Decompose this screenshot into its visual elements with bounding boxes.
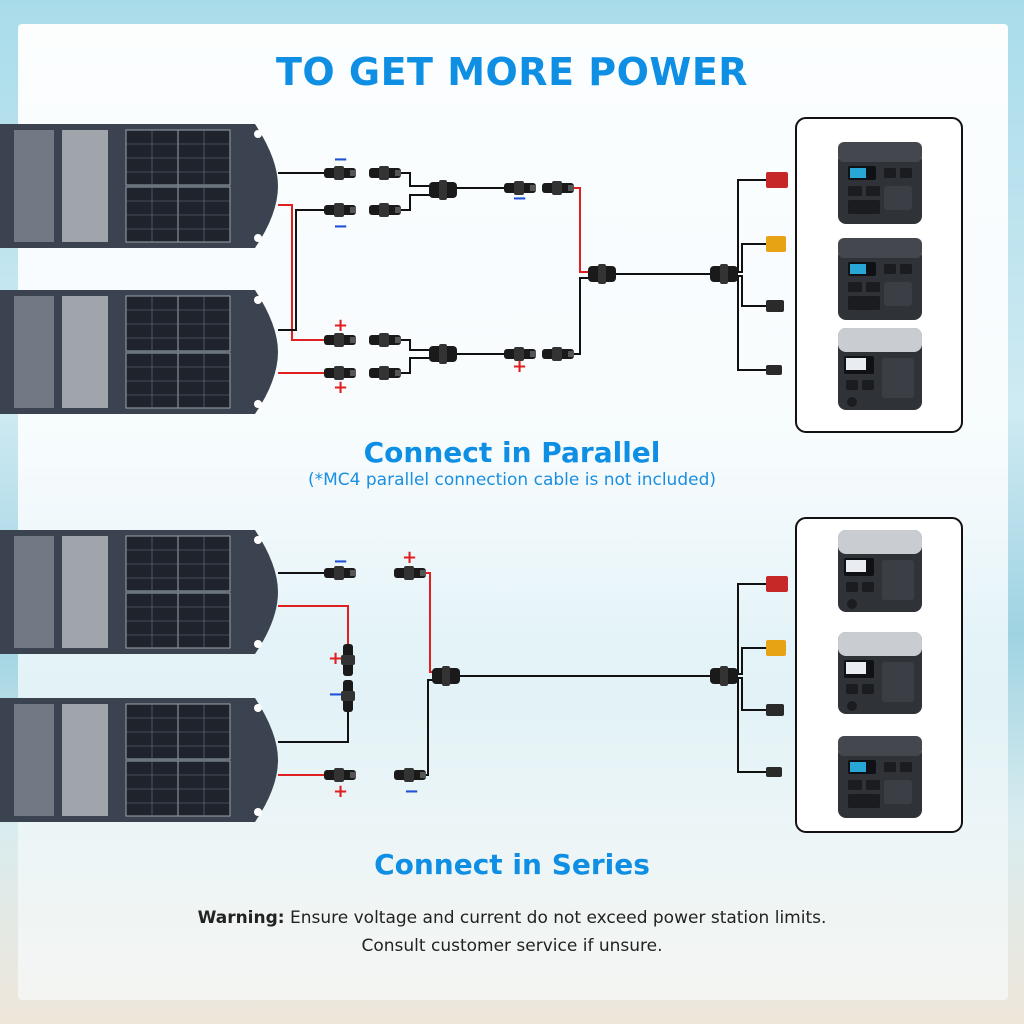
solar-panel-3 — [0, 529, 279, 655]
wire-to-hub-black — [565, 277, 596, 355]
solar-panel-2 — [0, 289, 279, 415]
anderson-plug — [766, 172, 788, 188]
solar-panel-1 — [0, 123, 279, 249]
cable-hub — [588, 264, 616, 284]
y-branch-connector — [429, 344, 457, 364]
anderson-plug — [766, 576, 788, 592]
output-plugs — [766, 172, 788, 375]
wire-series-positive — [416, 572, 440, 673]
minus-symbol: − — [328, 684, 343, 705]
warning-label: Warning: — [197, 908, 285, 928]
warning-message: Warning: Ensure voltage and current do n… — [0, 904, 1024, 960]
power-station-image — [838, 238, 922, 320]
plus-symbol: + — [333, 377, 348, 398]
cable-hub — [432, 666, 460, 686]
plus-symbol: + — [333, 781, 348, 802]
mc4-connector — [369, 203, 401, 217]
mc4-connector — [369, 366, 401, 380]
mc4-connector — [369, 333, 401, 347]
wire-out-1 — [732, 583, 770, 673]
mc4-connector — [369, 166, 401, 180]
parallel-section-title: Connect in Parallel — [363, 436, 661, 469]
warning-line-2: Consult customer service if unsure. — [361, 936, 663, 956]
cable-splitter — [710, 264, 738, 284]
plus-symbol: + — [333, 315, 348, 336]
plus-symbol: + — [512, 356, 527, 377]
dc-plug — [766, 300, 784, 312]
xt60-plug — [766, 640, 786, 656]
parallel-footnote: (*MC4 parallel connection cable is not i… — [308, 470, 716, 490]
minus-symbol: − — [333, 216, 348, 237]
power-station-image — [838, 328, 922, 410]
power-station-image — [838, 736, 922, 818]
mc4-connector — [341, 680, 355, 712]
mc4-connector — [394, 566, 426, 580]
power-station-image — [838, 142, 922, 224]
wire-p2-negative — [278, 209, 340, 331]
power-station-image — [838, 632, 922, 714]
mc4-connector — [394, 768, 426, 782]
minus-symbol: − — [512, 188, 527, 209]
wire-s1-positive — [278, 605, 349, 650]
wire-series-negative — [416, 679, 440, 776]
wire-out-1 — [732, 179, 770, 271]
mc4-connector — [542, 181, 574, 195]
minus-symbol: − — [333, 149, 348, 170]
output-plugs — [766, 576, 788, 777]
series-section-title: Connect in Series — [374, 848, 650, 881]
dc-barrel-plug — [766, 365, 782, 375]
wire-s2-negative — [278, 706, 349, 743]
page-title: TO GET MORE POWER — [275, 50, 749, 94]
warning-text: Ensure voltage and current do not exceed… — [284, 908, 827, 928]
solar-panel-4 — [0, 697, 279, 823]
mc4-connector — [542, 347, 574, 361]
mc4-connector — [324, 203, 356, 217]
dc-barrel-plug — [766, 767, 782, 777]
minus-symbol: − — [333, 551, 348, 572]
warning-line-1: Warning: Ensure voltage and current do n… — [0, 904, 1024, 932]
mc4-connector — [324, 768, 356, 782]
mc4-connector — [341, 644, 355, 676]
xt60-plug — [766, 236, 786, 252]
dc-plug — [766, 704, 784, 716]
plus-symbol: + — [328, 648, 343, 669]
parallel-diagram: − − + + − + — [0, 117, 963, 433]
minus-symbol: − — [404, 781, 419, 802]
series-diagram: − + + − + − — [0, 517, 963, 833]
plus-symbol: + — [402, 547, 417, 568]
wire-out-4 — [732, 277, 770, 371]
wire-p1-positive — [278, 204, 340, 341]
power-station-image — [838, 530, 922, 612]
wire-to-hub-red — [565, 187, 596, 273]
cable-splitter — [710, 666, 738, 686]
y-branch-connector — [429, 180, 457, 200]
wire-out-4 — [732, 679, 770, 773]
